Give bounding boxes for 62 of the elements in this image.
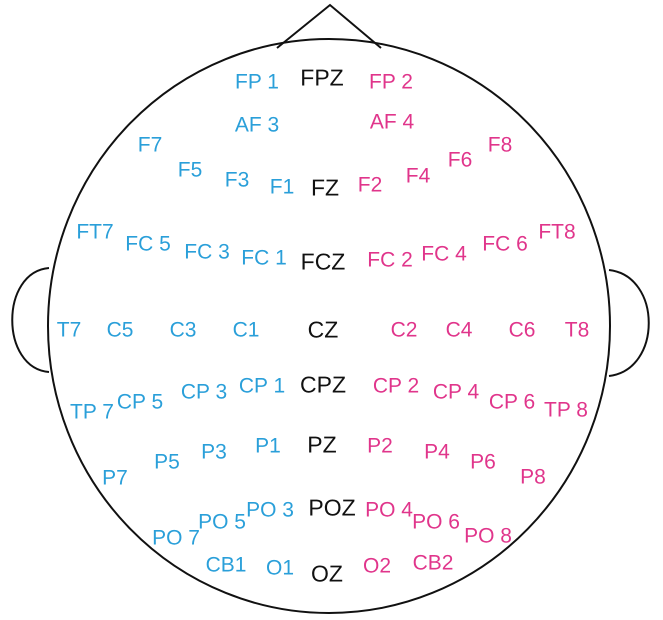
electrode-label: P6 [470, 452, 496, 472]
electrode-label: P2 [367, 436, 393, 456]
electrode-label: FP 2 [369, 72, 413, 92]
electrode-label: POZ [308, 496, 356, 520]
electrode-label: F6 [448, 150, 472, 170]
electrode-label: FP 1 [235, 72, 279, 92]
electrode-label: CP 3 [180, 382, 228, 402]
electrode-label: TP 7 [70, 402, 114, 422]
electrode-label: O2 [363, 556, 391, 576]
electrode-label: T8 [564, 320, 590, 340]
electrode-label: P7 [102, 468, 128, 488]
electrode-label: FC 3 [184, 242, 230, 262]
electrode-label: PO 8 [464, 526, 512, 546]
electrode-label: P1 [255, 436, 281, 456]
electrode-label: F8 [488, 134, 512, 156]
electrode-label: CP 2 [372, 376, 420, 396]
electrode-label: PZ [307, 434, 337, 456]
electrode-label: CPZ [300, 374, 346, 396]
electrode-label: FC 5 [125, 234, 171, 254]
electrode-label: P4 [424, 442, 450, 462]
electrode-label: AF 3 [234, 114, 280, 136]
electrode-label: F7 [138, 134, 162, 156]
electrode-label: F2 [358, 174, 382, 196]
electrode-label: PO 4 [365, 500, 413, 520]
electrode-label: FC 4 [421, 244, 467, 264]
electrode-label: F1 [270, 176, 294, 198]
electrode-label: OZ [311, 562, 343, 586]
electrode-label: FC 1 [241, 248, 287, 268]
electrode-label: AF 4 [370, 112, 414, 132]
electrode-label: TP 8 [544, 400, 588, 420]
electrode-label: PO 3 [246, 500, 294, 520]
electrode-label: F3 [224, 170, 250, 190]
electrode-label: C5 [106, 320, 134, 340]
electrode-label: C6 [508, 320, 536, 340]
electrode-label: FZ [310, 176, 340, 200]
electrode-label: CP 5 [116, 392, 164, 412]
electrode-label: CZ [308, 318, 338, 342]
electrode-label: PO 7 [152, 528, 200, 548]
electrode-label: FC 2 [367, 250, 413, 270]
electrode-label: P8 [520, 466, 546, 488]
electrode-label: PO 6 [412, 512, 460, 532]
electrode-label: PO 5 [198, 512, 246, 532]
electrode-label: CP 6 [488, 392, 536, 412]
electrode-label: FPZ [300, 66, 344, 90]
electrode-label: FT7 [76, 222, 114, 242]
electrode-label: C1 [232, 320, 260, 340]
electrode-label: C3 [170, 320, 196, 340]
electrode-label: C2 [390, 320, 418, 340]
electrode-label: F5 [178, 160, 202, 180]
electrode-label: P5 [154, 452, 180, 472]
electrode-label: T7 [56, 320, 82, 340]
electrode-label: CB1 [206, 554, 246, 576]
electrode-label: O1 [266, 558, 294, 578]
electrode-label: CP 4 [432, 382, 480, 402]
electrode-label: FT8 [538, 222, 576, 242]
electrode-label: CP 1 [238, 376, 286, 396]
electrode-label: C4 [446, 320, 472, 340]
electrode-label: FCZ [300, 250, 346, 274]
electrode-label: CB2 [412, 552, 454, 574]
electrode-label: P3 [201, 442, 227, 462]
electrode-label: FC 6 [482, 234, 528, 254]
electrode-label: F4 [406, 166, 430, 186]
